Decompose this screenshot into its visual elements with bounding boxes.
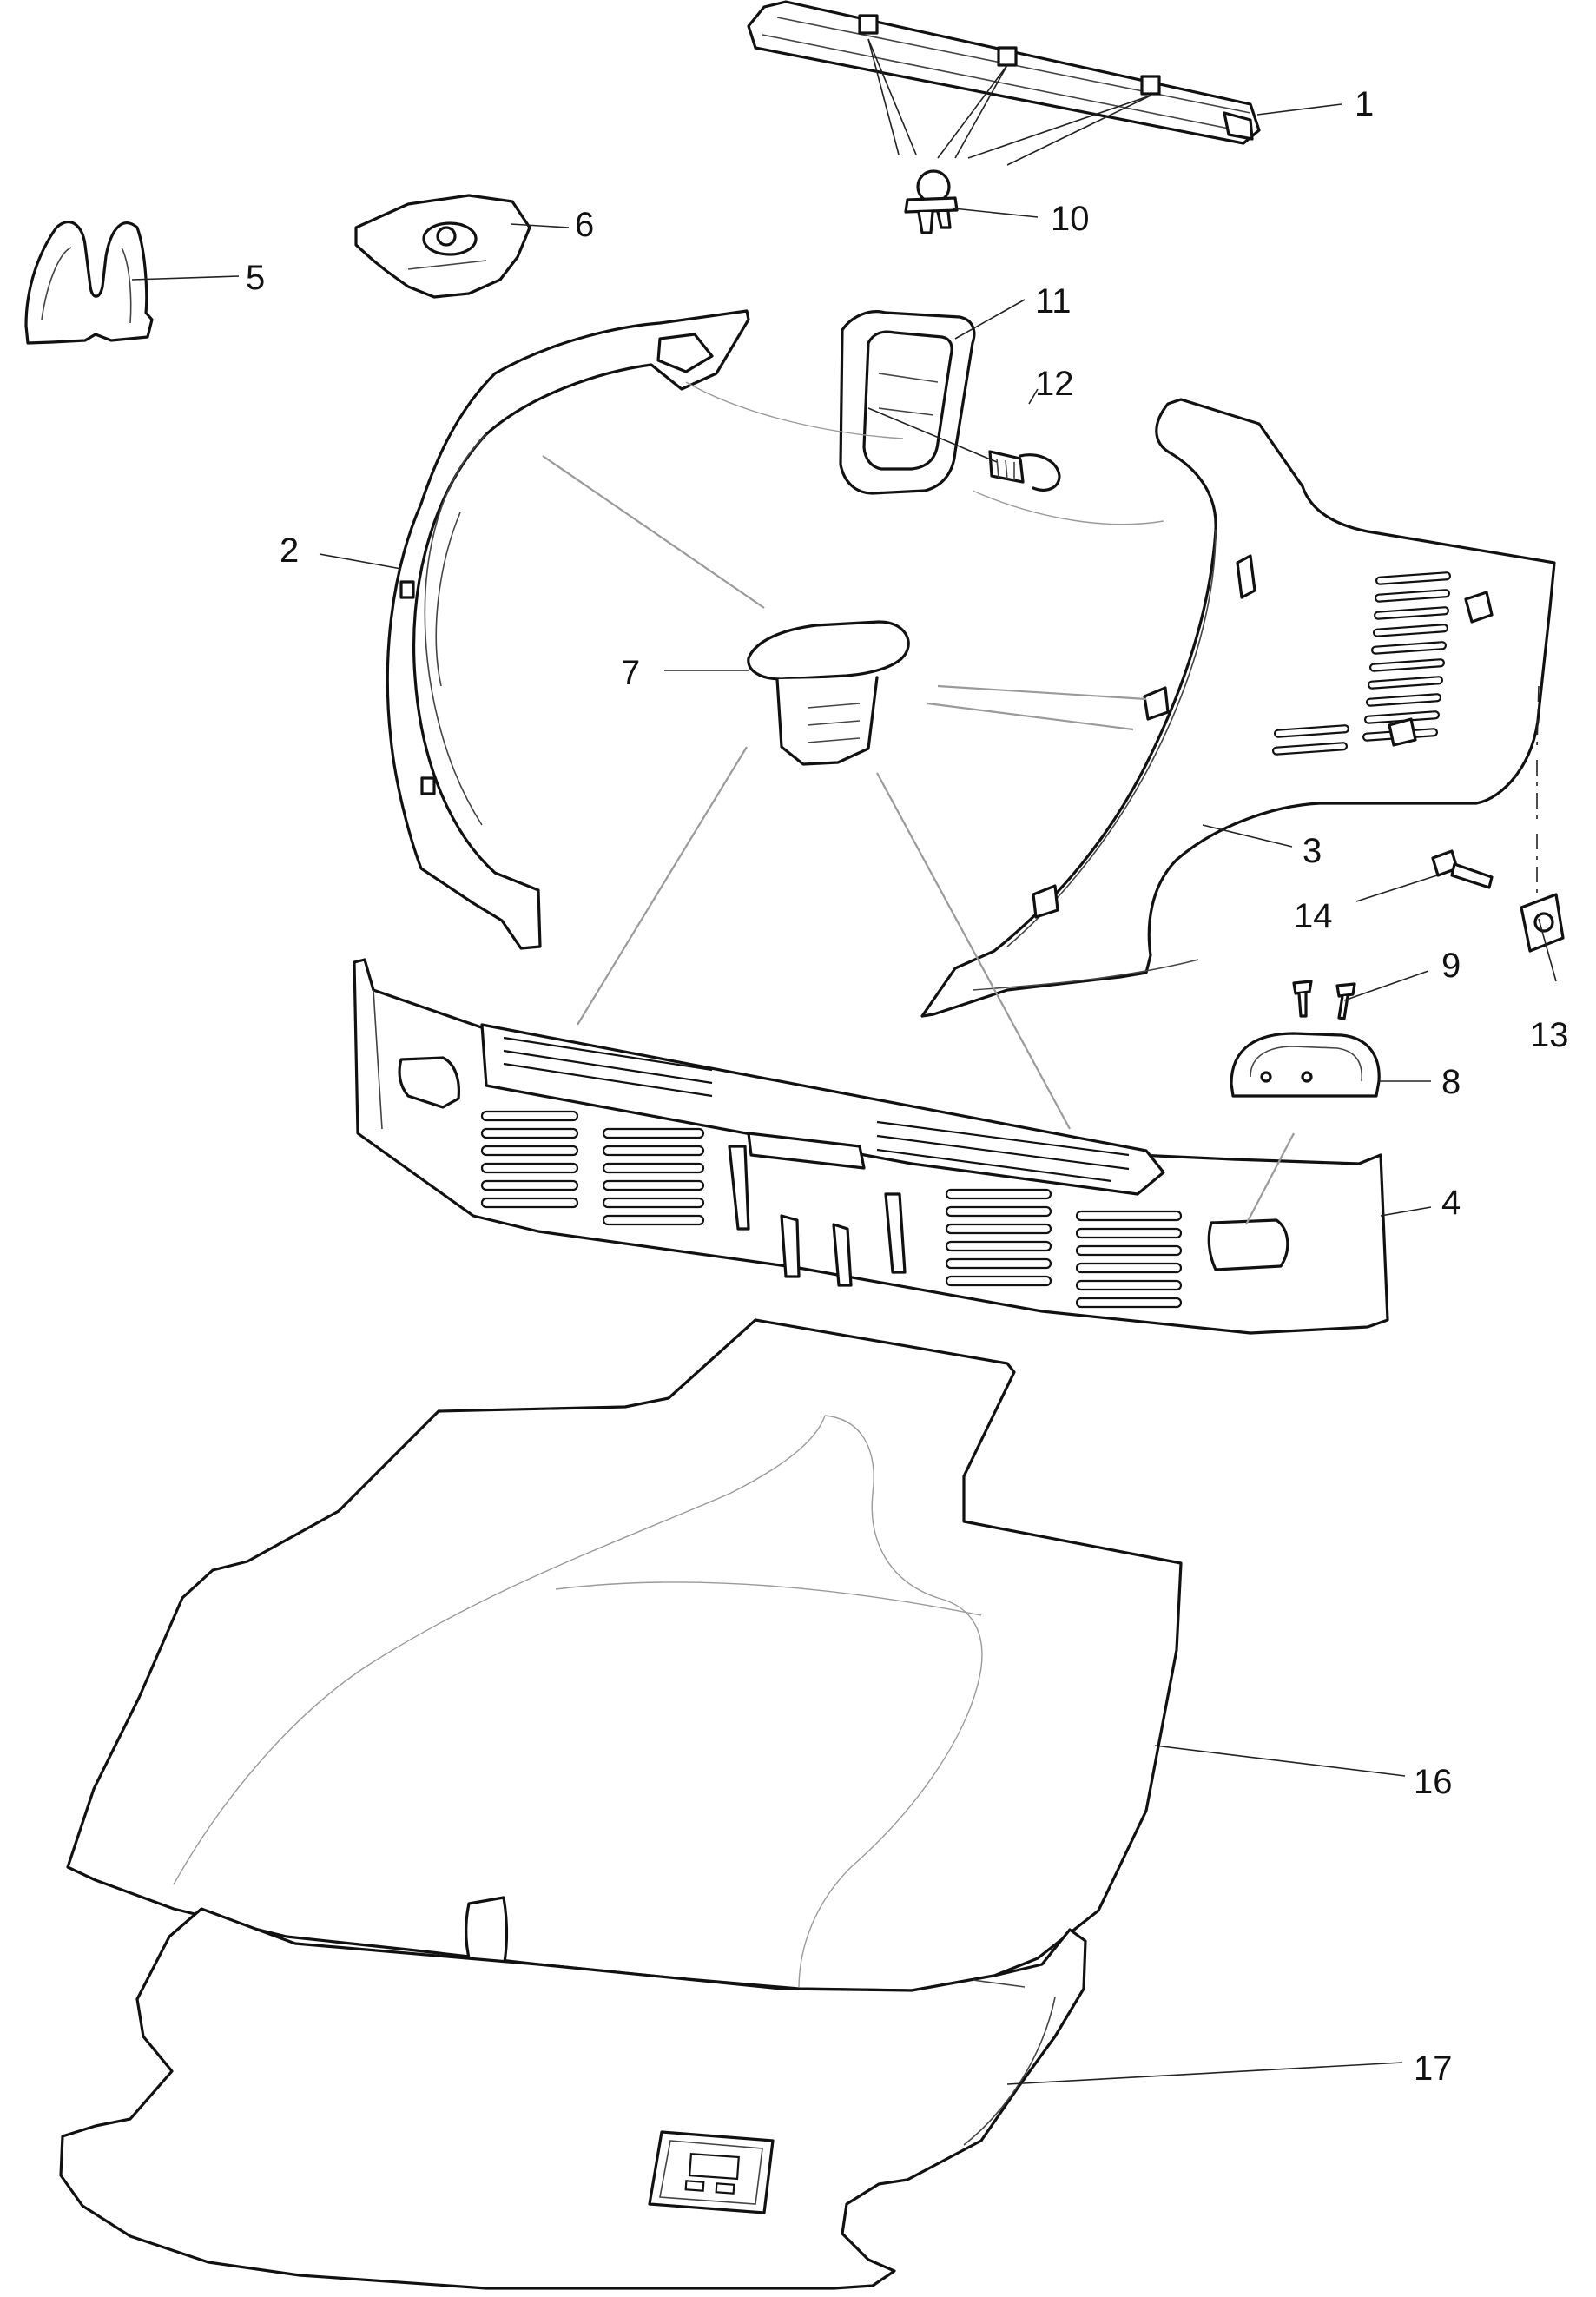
reference-lines [542, 455, 1295, 1225]
callout-12: 12 [1035, 365, 1074, 403]
callout-5: 5 [246, 259, 265, 297]
callout-8: 8 [1441, 1063, 1461, 1101]
part-17-cargo-mat [59, 1896, 1087, 2290]
part-5-spring-clip [24, 221, 154, 345]
part-7-plug [747, 620, 910, 766]
part-2-left-quarter-trim [386, 309, 1164, 950]
callout-3: 3 [1303, 832, 1322, 870]
callout-1: 1 [1355, 85, 1374, 123]
part-16-load-floor [66, 1318, 1183, 1992]
callout-6: 6 [575, 206, 594, 244]
part-4-left-grille [480, 1110, 705, 1226]
part-3-vent-grille [1271, 571, 1452, 756]
part-4-right-grille [945, 1188, 1183, 1309]
part-3-right-quarter-trim [920, 398, 1556, 1018]
part-4-top-vent [503, 1036, 1130, 1183]
callout-labels: 1 2 3 4 5 6 7 8 9 10 11 12 13 14 16 17 [246, 85, 1569, 2088]
callout-13: 13 [1530, 1016, 1569, 1054]
part-6-nut-clip [354, 194, 531, 299]
part-9-screws [1292, 980, 1356, 1020]
part-4-rear-sill-panel [353, 958, 1389, 1335]
part-10-push-clip [904, 169, 959, 234]
part-17-label-plate [648, 2130, 775, 2214]
part-8-cover [1230, 1032, 1381, 1098]
callout-7: 7 [621, 654, 640, 692]
callout-2: 2 [280, 531, 299, 570]
part-13-nut [1520, 893, 1565, 953]
callout-17: 17 [1414, 2049, 1453, 2088]
callout-16: 16 [1414, 1763, 1453, 1801]
callout-9: 9 [1441, 947, 1461, 985]
leader-lines [131, 38, 1557, 2085]
part-11-trim-bezel [839, 310, 976, 495]
part-12-screw [988, 450, 1061, 492]
callout-10: 10 [1051, 200, 1090, 238]
part-14-bolt [1431, 849, 1494, 889]
callout-14: 14 [1294, 897, 1333, 935]
callout-11: 11 [1035, 282, 1072, 320]
callout-4: 4 [1441, 1184, 1461, 1222]
